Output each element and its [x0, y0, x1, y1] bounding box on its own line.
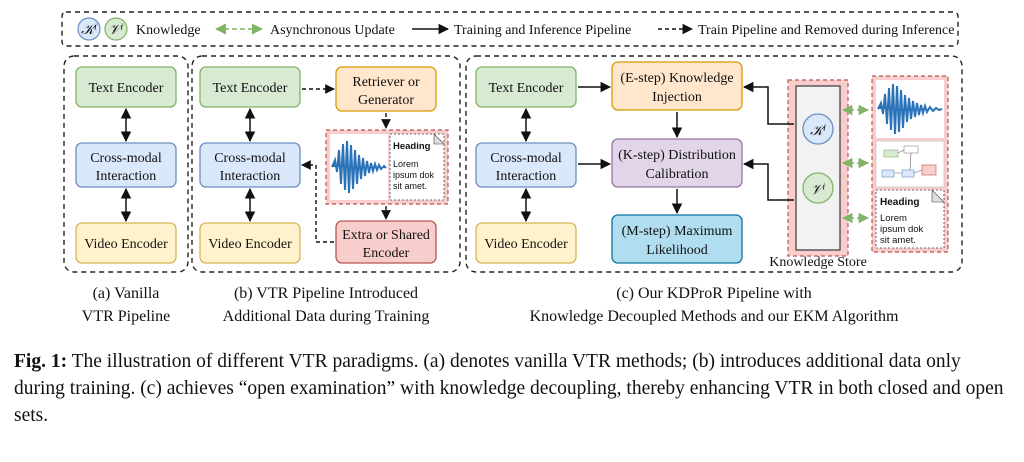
panel-b-frame	[191, 55, 461, 273]
panel-c-thumb-links	[894, 149, 923, 174]
panel-a-text-encoder-label: Text Encoder	[89, 81, 164, 96]
panel-b-caption-line1: (b) VTR Pipeline Introduced	[234, 285, 418, 302]
panel-c-k-symbol: 𝒦ⁱ	[810, 124, 828, 139]
legend-frame	[61, 11, 959, 47]
panel-c-doc-heading: Heading	[880, 197, 919, 208]
panel-b-retriever-line2: Generator	[358, 93, 414, 108]
panel-c-store-to-e	[742, 81, 794, 125]
panel-b-caption-line2: Additional Data during Training	[223, 308, 430, 325]
legend: 𝒦ⁱ 𝒱ⁱ Knowledge Asynchronous Update Trai…	[61, 11, 959, 47]
panel-b-retriever-line1: Retriever or	[352, 75, 420, 90]
panel-c-k-step-line2: Calibration	[646, 167, 709, 182]
panel-b: Text Encoder Retriever or Generator Head…	[191, 55, 461, 325]
panel-b-doc-line1: Lorem	[393, 159, 419, 169]
panel-b-extra-line1: Extra or Shared	[342, 228, 430, 243]
panel-c-caption-line2: Knowledge Decoupled Methods and our EKM …	[530, 308, 899, 325]
panel-c-doc-line3: sit amet.	[880, 235, 916, 246]
panel-a-text-encoder	[75, 66, 177, 108]
panel-a-caption-line1: (a) Vanilla	[93, 285, 160, 302]
legend-v-circle	[104, 17, 128, 41]
panel-b-doc-line2: ipsum dok	[393, 170, 435, 180]
panel-c-thumb-box-c	[881, 169, 895, 178]
figure-caption: Fig. 1: The illustration of different VT…	[14, 348, 1014, 429]
panel-c-thumb-box-a	[883, 149, 899, 158]
panel-c-thumb-box-e	[921, 164, 937, 176]
panel-b-extra-line2: Encoder	[363, 246, 410, 261]
panel-c-text-encoder	[475, 66, 577, 108]
panel-c-doc-fold	[931, 189, 945, 203]
panel-a: Text Encoder Cross-modal Interaction Vid…	[63, 55, 189, 325]
panel-c-doc-line2: ipsum dok	[880, 224, 924, 235]
panel-b-doc-fold	[433, 133, 445, 145]
panel-c-thumb-box-d	[901, 169, 915, 178]
panel-c-text-encoder-label: Text Encoder	[489, 81, 564, 96]
panel-b-cross-modal	[199, 142, 301, 188]
legend-k-circle	[77, 17, 101, 41]
panel-c-m-step-line2: Likelihood	[646, 243, 707, 258]
panel-b-retriever	[335, 66, 437, 112]
panel-c-e-step-line2: Injection	[652, 90, 702, 105]
panel-b-extra-to-cross	[301, 160, 334, 243]
panel-a-cross-modal	[75, 142, 177, 188]
panel-b-cross-modal-line2: Interaction	[220, 169, 281, 184]
panel-b-video-encoder	[199, 222, 301, 264]
panel-c-k-step	[611, 138, 743, 188]
panel-b-text-encoder-label: Text Encoder	[213, 81, 288, 96]
panel-c-frame	[465, 55, 963, 273]
figure-diagram: 𝒦ⁱ 𝒱ⁱ Knowledge Asynchronous Update Trai…	[61, 11, 963, 325]
panel-c-waveform-icon	[877, 83, 943, 135]
panel-c: Text Encoder Cross-modal Interaction Vid…	[465, 55, 963, 325]
panel-c-caption-line1: (c) Our KDProR Pipeline with	[616, 285, 812, 302]
panel-c-knowledge-store-label: Knowledge Store	[769, 255, 867, 270]
panel-b-extra-encoder	[335, 220, 437, 264]
panel-c-k-step-line1: (K-step) Distribution	[618, 148, 736, 163]
panel-c-e-step	[611, 61, 743, 111]
panel-b-waveform-icon	[331, 140, 387, 194]
figure-caption-text: The illustration of different VTR paradi…	[14, 351, 1004, 426]
legend-v-symbol: 𝒱ⁱ	[109, 23, 125, 38]
legend-train-removed-label: Train Pipeline and Removed during Infere…	[698, 23, 954, 38]
legend-knowledge: Knowledge	[136, 23, 201, 38]
legend-train-infer-label: Training and Inference Pipeline	[454, 23, 631, 38]
panel-b-doc-icon	[389, 133, 445, 201]
panel-a-video-encoder-label: Video Encoder	[84, 237, 168, 252]
panel-c-thumb-box-b	[903, 145, 919, 154]
panel-b-video-encoder-label: Video Encoder	[208, 237, 292, 252]
panel-c-video-encoder	[475, 222, 577, 264]
panel-b-text-encoder	[199, 66, 301, 108]
panel-c-k-circle	[802, 113, 834, 145]
figure-caption-label: Fig. 1:	[14, 351, 68, 372]
panel-c-m-step	[611, 214, 743, 264]
panel-c-video-encoder-label: Video Encoder	[484, 237, 568, 252]
panel-a-video-encoder	[75, 222, 177, 264]
panel-a-caption-line2: VTR Pipeline	[82, 308, 170, 325]
panel-c-cross-modal	[475, 142, 577, 188]
panel-c-v-circle	[802, 172, 834, 204]
panel-c-doc-line1: Lorem	[880, 213, 907, 224]
panel-c-cross-modal-line2: Interaction	[496, 169, 557, 184]
panel-a-frame	[63, 55, 189, 273]
legend-async-label: Asynchronous Update	[270, 23, 395, 38]
panel-c-store-to-k	[742, 158, 794, 201]
panel-c-cross-modal-line1: Cross-modal	[490, 151, 562, 166]
panel-c-e-step-line1: (E-step) Knowledge	[620, 71, 733, 86]
panel-b-cross-modal-line1: Cross-modal	[214, 151, 286, 166]
panel-a-cross-modal-line1: Cross-modal	[90, 151, 162, 166]
panel-a-cross-modal-line2: Interaction	[96, 169, 157, 184]
panel-b-doc-heading: Heading	[393, 141, 431, 152]
panel-b-doc-line3: sit amet.	[393, 181, 427, 191]
panel-c-v-symbol: 𝒱ⁱ	[811, 183, 827, 198]
panel-c-m-step-line1: (M-step) Maximum	[622, 224, 733, 239]
legend-k-symbol: 𝒦ⁱ	[81, 23, 99, 38]
panel-c-knowledge-store	[795, 85, 841, 251]
